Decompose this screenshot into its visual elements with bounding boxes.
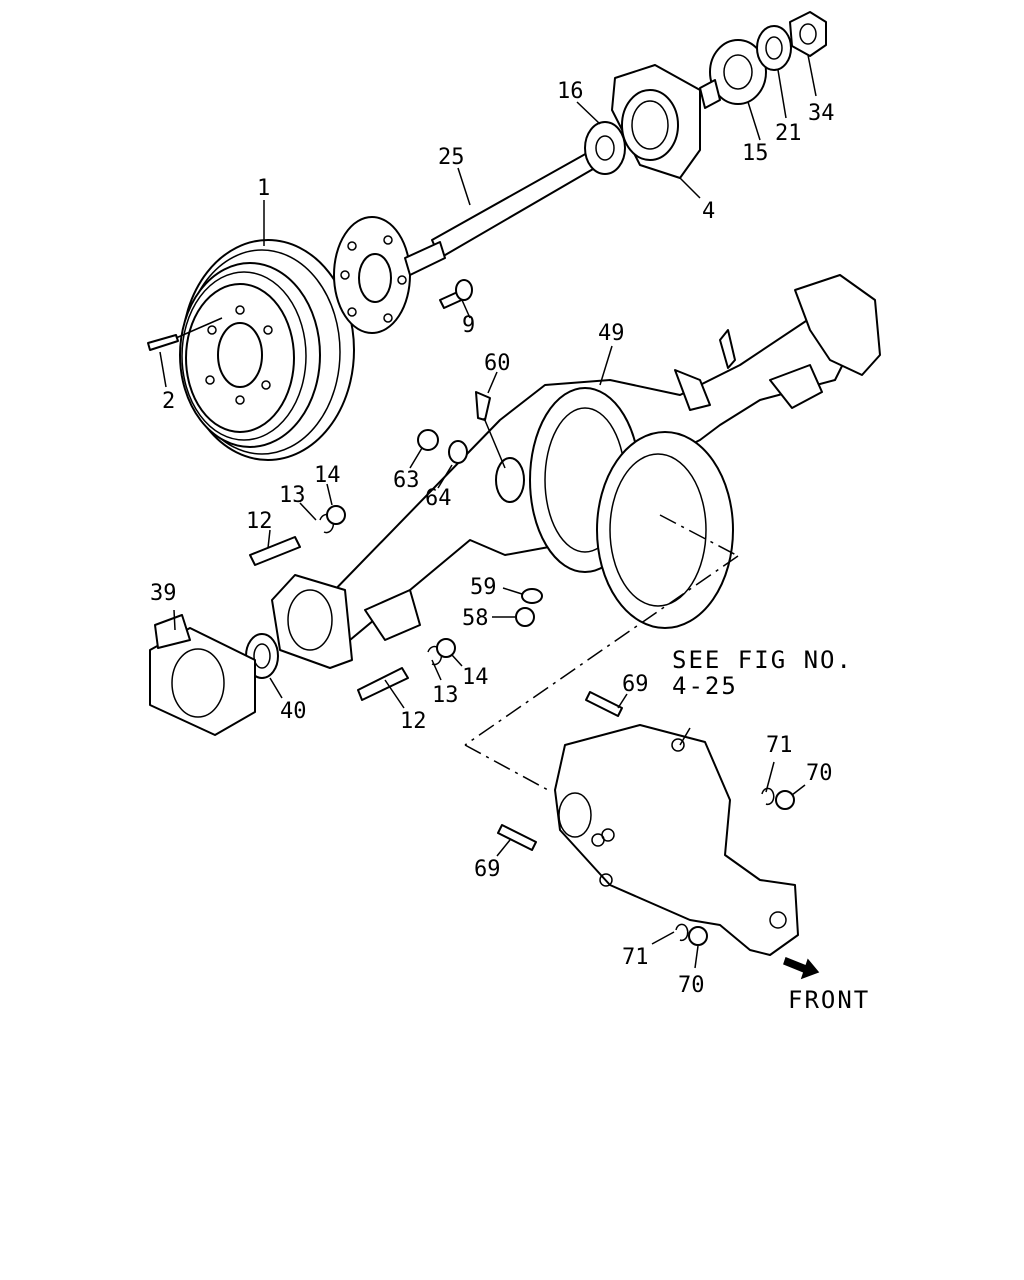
callout-63: 63 bbox=[393, 468, 420, 493]
callout-14-lower: 14 bbox=[462, 665, 489, 690]
lock-washer bbox=[756, 25, 792, 71]
washer-64 bbox=[448, 440, 468, 464]
callout-40: 40 bbox=[280, 699, 307, 724]
oil-seal-16 bbox=[584, 121, 626, 175]
differential-carrier bbox=[554, 724, 799, 956]
arrow-right-down-icon bbox=[783, 957, 820, 980]
callout-60: 60 bbox=[484, 351, 511, 376]
stud-69-lower bbox=[497, 824, 537, 851]
callout-12-upper: 12 bbox=[246, 509, 273, 534]
lock-nut bbox=[789, 11, 827, 57]
callout-12-lower: 12 bbox=[400, 709, 427, 734]
drum-screw bbox=[147, 317, 223, 351]
callout-58: 58 bbox=[462, 606, 489, 631]
reference-lines bbox=[464, 514, 739, 791]
nut-70-upper bbox=[775, 790, 795, 810]
bearing-retainer bbox=[611, 64, 701, 179]
axle-shaft bbox=[333, 142, 613, 334]
callout-34: 34 bbox=[808, 101, 835, 126]
hub-bolt bbox=[439, 279, 473, 309]
callout-21: 21 bbox=[775, 121, 802, 146]
see-fig-note-line2: 4-25 bbox=[672, 672, 738, 700]
nut-14-lower bbox=[436, 638, 456, 658]
wheel-bearing bbox=[699, 39, 767, 109]
bolt-12-lower bbox=[357, 667, 409, 701]
bolt-12-upper bbox=[249, 536, 301, 566]
callout-70-upper: 70 bbox=[806, 761, 833, 786]
leader-lines bbox=[159, 54, 817, 969]
callout-16: 16 bbox=[557, 79, 584, 104]
callout-13-lower: 13 bbox=[432, 683, 459, 708]
stud-69-upper bbox=[585, 691, 623, 717]
callout-13-upper: 13 bbox=[279, 483, 306, 508]
callout-15: 15 bbox=[742, 141, 769, 166]
callout-4: 4 bbox=[702, 199, 715, 224]
bolt-63 bbox=[417, 429, 439, 451]
callout-71-upper: 71 bbox=[766, 733, 793, 758]
callout-71-lower: 71 bbox=[622, 945, 649, 970]
callout-69-upper: 69 bbox=[622, 672, 649, 697]
callout-1: 1 bbox=[257, 176, 270, 201]
front-direction-label: FRONT bbox=[788, 986, 870, 1014]
differential-gasket bbox=[596, 431, 734, 629]
callout-9: 9 bbox=[462, 313, 475, 338]
callout-2: 2 bbox=[162, 389, 175, 414]
clip-71-upper bbox=[761, 787, 775, 806]
housing-end-flange bbox=[271, 574, 353, 669]
washer-59 bbox=[521, 588, 543, 604]
callout-14-upper: 14 bbox=[314, 463, 341, 488]
callout-49: 49 bbox=[598, 321, 625, 346]
callout-70-lower: 70 bbox=[678, 973, 705, 998]
nut-14-upper bbox=[326, 505, 346, 525]
clip-71-lower bbox=[675, 923, 689, 942]
callout-64: 64 bbox=[425, 486, 452, 511]
callout-59: 59 bbox=[470, 575, 497, 600]
nut-70-lower bbox=[688, 926, 708, 946]
see-fig-note-line1: SEE FIG NO. bbox=[672, 646, 853, 674]
breather-60 bbox=[475, 391, 506, 469]
callout-25: 25 bbox=[438, 145, 465, 170]
dust-shield bbox=[149, 614, 256, 736]
brake-drum bbox=[179, 239, 355, 461]
callout-39: 39 bbox=[150, 581, 177, 606]
plug-58 bbox=[515, 607, 535, 627]
callout-69-lower: 69 bbox=[474, 857, 501, 882]
